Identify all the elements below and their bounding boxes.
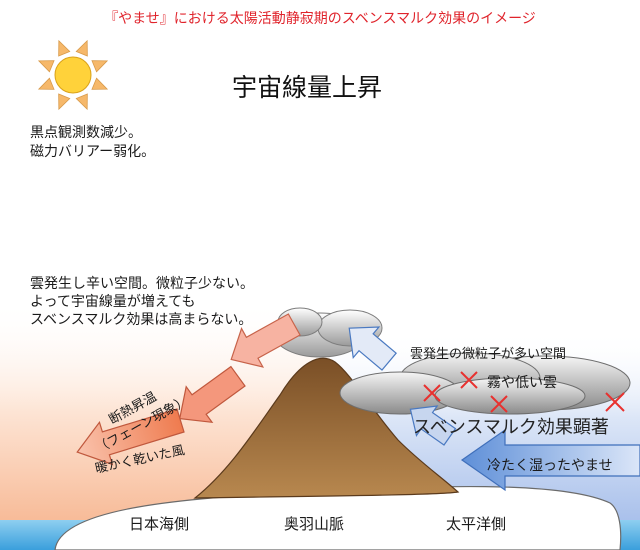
sun-ray-icon bbox=[75, 93, 88, 111]
cloudless-line-2: よって宇宙線量が増えても bbox=[30, 294, 196, 310]
sun-ray-icon bbox=[91, 60, 109, 73]
japan-sea-side-label: 日本海側 bbox=[129, 515, 190, 533]
pacific-side-label: 太平洋側 bbox=[446, 515, 507, 533]
sun-ray-icon bbox=[75, 39, 88, 57]
cross-mark-group bbox=[423, 371, 625, 413]
cloudless-line-3: スベンスマルク効果は高まらない。 bbox=[30, 312, 253, 328]
sunspot-line-2: 磁力バリアー弱化。 bbox=[30, 144, 156, 160]
svensmark-effect-label: スベンスマルク効果顕著 bbox=[413, 417, 609, 438]
cosmic-ray-increase-heading: 宇宙線量上昇 bbox=[232, 73, 383, 102]
diagram-title: 『やませ』における太陽活動静寂期のスベンスマルク効果のイメージ bbox=[104, 11, 536, 27]
yamase-wind-label: 冷たく湿ったやませ bbox=[487, 458, 613, 474]
warm-arrow-1 bbox=[230, 313, 301, 368]
cross-mark-icon bbox=[490, 395, 508, 413]
sun-icon bbox=[37, 39, 109, 111]
sunspot-note: 黒点観測数減少。磁力バリアー弱化。 bbox=[30, 124, 155, 162]
cross-mark-icon bbox=[605, 392, 625, 412]
warm-wind-arrows bbox=[76, 313, 301, 466]
cloudless-space-note: 雲発生し辛い空間。微粒子少ない。よって宇宙線量が増えてもスベンスマルク効果は高ま… bbox=[30, 275, 254, 329]
sun-ray-icon bbox=[58, 93, 71, 111]
sun-ray-icon bbox=[37, 77, 55, 90]
cold-arrow-up bbox=[348, 326, 397, 371]
cosmic-ray-lines bbox=[61, 150, 621, 380]
ou-mountains-label: 奥羽山脈 bbox=[284, 515, 345, 533]
sun-ray-icon bbox=[37, 60, 55, 73]
cold-arrow-mid bbox=[409, 405, 457, 446]
cross-mark-icon bbox=[423, 384, 441, 402]
cold-arrow-big bbox=[460, 428, 640, 492]
cloudless-line-1: 雲発生し辛い空間。微粒子少ない。 bbox=[30, 276, 254, 292]
cloudy-space-label: 雲発生の微粒子が多い空間 bbox=[410, 347, 567, 362]
cross-mark-icon bbox=[460, 371, 478, 389]
sunspot-line-1: 黒点観測数減少。 bbox=[30, 125, 142, 141]
warm-arrow-3 bbox=[76, 408, 185, 466]
warm-arrow-2 bbox=[178, 365, 246, 424]
sun-ray-icon bbox=[91, 77, 109, 90]
cold-wind-arrows bbox=[348, 326, 640, 492]
fog-label: 霧や低い雲 bbox=[487, 375, 557, 391]
sun-ray-icon bbox=[58, 39, 71, 57]
